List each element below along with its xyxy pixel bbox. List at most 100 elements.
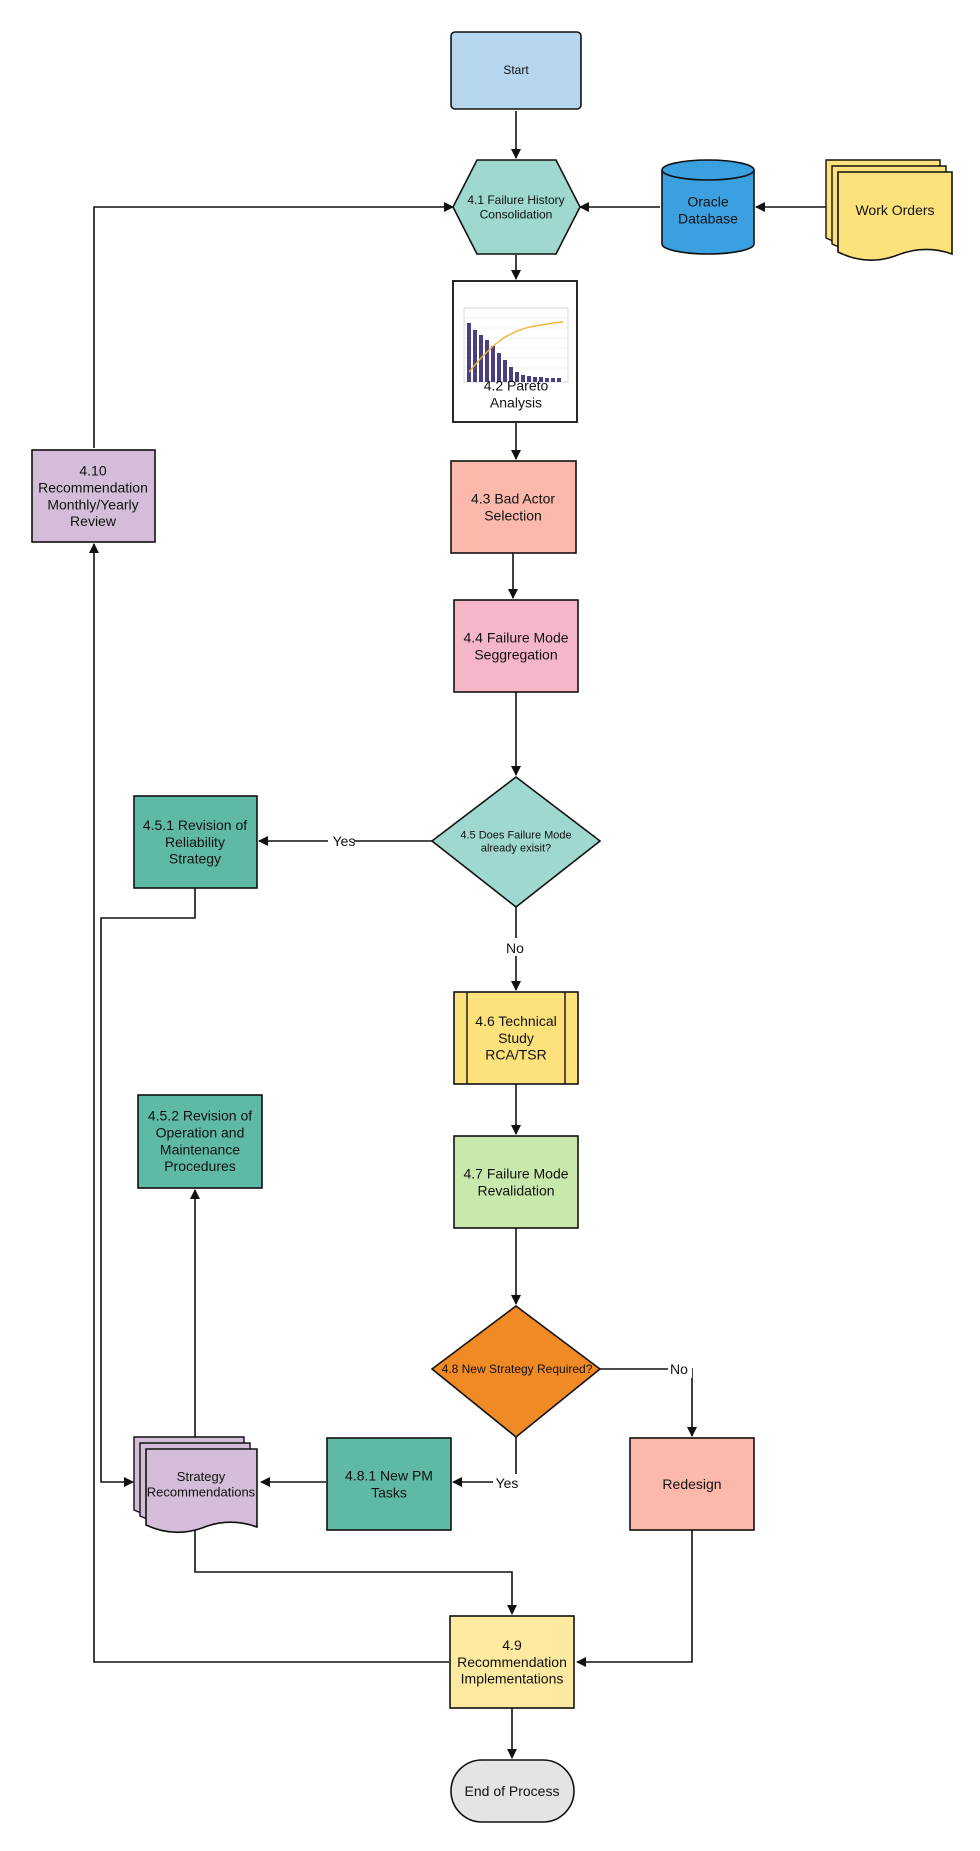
- diamond-shape: [430, 1305, 602, 1439]
- hexagon-shape: [452, 159, 581, 255]
- n45-label-line-1: 4.5 Does Failure Mode: [460, 829, 571, 841]
- n45-label-line-2: already exisit?: [481, 843, 551, 855]
- box-shape: [326, 1437, 452, 1531]
- redesign-label: Redesign: [662, 1476, 721, 1492]
- n46-label-line-3: RCA/TSR: [485, 1047, 546, 1063]
- box-shape: [31, 449, 156, 543]
- n410-label-line-1: 4.10: [79, 463, 106, 479]
- n47-label-line-2: Revalidation: [477, 1182, 554, 1198]
- n46-label-line-2: Study: [498, 1030, 534, 1046]
- n49-label-line-1: 4.9: [502, 1637, 522, 1653]
- cylinder-top-rim: [661, 169, 755, 181]
- n41-label-line-2: Consolidation: [480, 207, 553, 221]
- node-end-of-process: End of Process: [450, 1759, 575, 1823]
- n49-label-line-2: Recommendation: [457, 1654, 567, 1670]
- edge-labels: Yes No No Yes: [328, 831, 692, 1492]
- redesign-label-line-1: Redesign: [662, 1476, 721, 1492]
- n44-label-line-2: Seggregation: [474, 646, 557, 662]
- edge-4-8-no-to-redesign: [600, 1368, 697, 1437]
- box-shape: [449, 1615, 575, 1709]
- work-orders-label-line-1: Work Orders: [855, 202, 934, 218]
- predefined-process-shape: [453, 991, 579, 1085]
- end-label-line-1: End of Process: [465, 1783, 560, 1799]
- strategy-label-line-2: Recommendations: [147, 1484, 256, 1499]
- box-shape: [453, 599, 579, 693]
- start-terminal: [450, 31, 582, 110]
- document-stack-front: [145, 1448, 258, 1534]
- n481-label-line-2: Tasks: [371, 1484, 407, 1500]
- box-shape: [137, 1094, 263, 1189]
- n48-label: 4.8 New Strategy Required?: [442, 1362, 593, 1376]
- box-shape: [450, 460, 577, 554]
- cylinder-shape: [661, 159, 755, 255]
- n44-label-line-1: 4.4 Failure Mode: [463, 630, 568, 646]
- edge-4-5-1-to-strategy: [100, 888, 196, 1487]
- n46-label-line-1: 4.6 Technical: [475, 1013, 556, 1029]
- yes-label-4-8: Yes: [496, 1475, 519, 1491]
- n410-label-line-3: Monthly/Yearly: [47, 496, 138, 512]
- diamond-shape: [430, 775, 602, 909]
- n410-label-line-2: Recommendation: [38, 480, 148, 496]
- n45-label: 4.5 Does Failure Mode already exisit?: [460, 829, 571, 854]
- n48-label-line-1: 4.8 New Strategy Required?: [442, 1362, 593, 1376]
- box-shape: [629, 1437, 755, 1531]
- n451-label-line-2: Reliability: [165, 834, 225, 850]
- n452-label-line-3: Maintenance: [160, 1141, 240, 1157]
- yes-label-4-5: Yes: [333, 833, 356, 849]
- node-redesign: Redesign: [629, 1437, 755, 1531]
- node-4-8-decision-new-strategy: 4.8 New Strategy Required?: [430, 1305, 602, 1439]
- end-terminal: [450, 1759, 575, 1823]
- n43-label-line-1: 4.3 Bad Actor: [471, 491, 555, 507]
- end-label: End of Process: [465, 1783, 560, 1799]
- oracle-label-line-1: Oracle: [687, 194, 728, 210]
- n481-label-line-1: 4.8.1 New PM: [345, 1468, 433, 1484]
- box-shape: [453, 1135, 579, 1229]
- n47-label-line-1: 4.7 Failure Mode: [463, 1166, 568, 1182]
- n452-label-line-1: 4.5.2 Revision of: [148, 1108, 252, 1124]
- node-4-5-decision-failure-mode-exists: 4.5 Does Failure Mode already exisit?: [430, 775, 602, 909]
- n43-label-line-2: Selection: [484, 507, 542, 523]
- n451-label-line-1: 4.5.1 Revision of: [143, 817, 247, 833]
- n452-label-line-2: Operation and: [156, 1125, 245, 1141]
- n42-label-line-1: 4.2 Pareto: [484, 378, 549, 394]
- pareto-chart-thumbnail-icon: [463, 307, 569, 383]
- document-stack-front: [837, 171, 953, 261]
- n451-label-line-3: Strategy: [169, 851, 221, 867]
- no-label-4-5: No: [506, 940, 524, 956]
- n49-label-line-3: Implementations: [461, 1671, 564, 1687]
- edge-strategy-to-4-9: [194, 1527, 517, 1615]
- n41-label-line-1: 4.1 Failure History: [467, 193, 564, 207]
- node-start: Start: [450, 31, 582, 110]
- box-shape: [133, 795, 258, 889]
- edge-4-10-to-4-1: [93, 202, 454, 448]
- start-label-line-1: Start: [503, 63, 529, 77]
- work-orders-label: Work Orders: [855, 202, 934, 218]
- no-label-4-8: No: [670, 1361, 688, 1377]
- start-label: Start: [503, 63, 529, 77]
